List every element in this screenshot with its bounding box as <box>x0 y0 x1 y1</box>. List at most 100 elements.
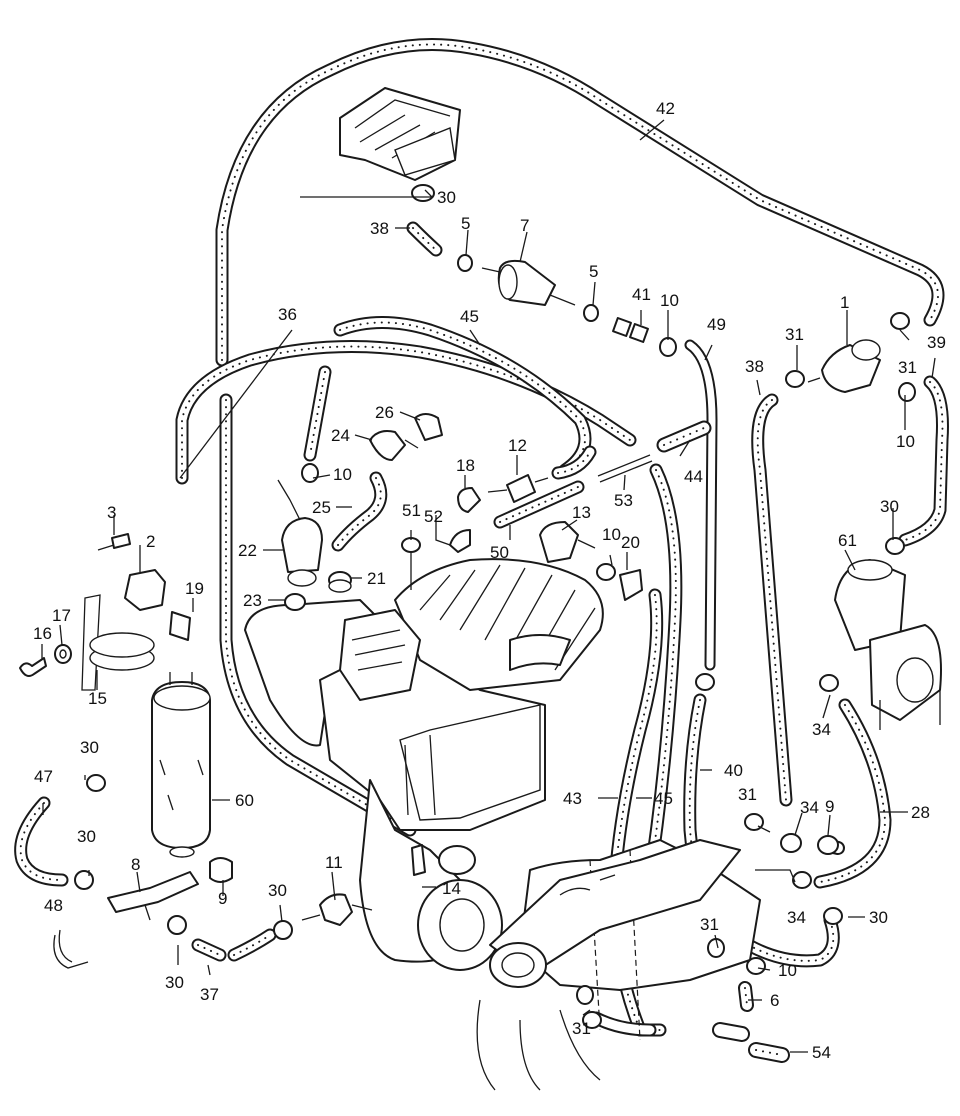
callout-13: 13 <box>572 503 591 522</box>
callout-3: 3 <box>107 503 116 522</box>
callout-49: 49 <box>707 315 726 334</box>
callout-61: 61 <box>838 531 857 550</box>
callout-31d: 31 <box>700 915 719 934</box>
callout-10a: 10 <box>333 465 352 484</box>
callout-30b: 30 <box>880 497 899 516</box>
callout-51: 51 <box>402 501 421 520</box>
hose-6 <box>738 981 754 1012</box>
part-20-elbow <box>619 569 643 601</box>
intake-manifold <box>339 558 604 701</box>
hose-37 <box>191 928 277 962</box>
hose-42 <box>215 38 945 367</box>
callout-41: 41 <box>632 285 651 304</box>
callout-50: 50 <box>490 543 509 562</box>
callout-60: 60 <box>235 791 254 810</box>
hose-45-upper <box>333 316 592 477</box>
hose-vertical-top <box>303 365 332 462</box>
hose-40 <box>683 693 709 957</box>
callout-7: 7 <box>520 216 529 235</box>
callout-2: 2 <box>146 532 155 551</box>
callout-47: 47 <box>34 767 53 786</box>
callout-17: 17 <box>52 606 71 625</box>
callout-10b: 10 <box>660 291 679 310</box>
part-13-valve <box>539 521 596 563</box>
part-3-screw <box>97 533 131 551</box>
hose-54 <box>748 1042 790 1063</box>
part-61-valve <box>834 559 942 730</box>
hose-44 <box>656 420 712 453</box>
callout-23: 23 <box>243 591 262 610</box>
callout-1: 1 <box>840 293 849 312</box>
callout-22: 22 <box>238 541 257 560</box>
hose-25 <box>331 471 388 552</box>
part-53-pipe <box>597 454 653 483</box>
callout-34a: 34 <box>800 798 819 817</box>
callout-28: 28 <box>911 803 930 822</box>
callout-34b: 34 <box>787 908 806 927</box>
callout-10c: 10 <box>896 432 915 451</box>
turbocharger <box>417 839 741 988</box>
part-26-plug <box>414 413 443 441</box>
small-fittings <box>74 254 916 1029</box>
hose-right-lower <box>733 913 840 968</box>
part-8-tee <box>107 871 199 921</box>
callout-8: 8 <box>131 855 140 874</box>
callout-15: 15 <box>88 689 107 708</box>
hose-39 <box>898 375 949 547</box>
control-unit <box>339 87 461 181</box>
callout-39: 39 <box>927 333 946 352</box>
callout-40: 40 <box>724 761 743 780</box>
callout-11: 11 <box>325 853 343 872</box>
callout-19: 19 <box>185 579 204 598</box>
callout-38b: 38 <box>745 357 764 376</box>
part-52-elbow <box>449 529 471 553</box>
part-15-bracket <box>81 594 155 691</box>
callout-labels: 1 2 3 5 5 6 7 8 9 9 10 10 10 10 10 11 12… <box>33 99 946 1062</box>
callout-9b: 9 <box>825 797 834 816</box>
part-12-check-valve <box>487 474 549 503</box>
callout-37: 37 <box>200 985 219 1004</box>
callout-30g: 30 <box>869 908 888 927</box>
callout-52: 52 <box>424 507 443 526</box>
callout-31a: 31 <box>785 325 804 344</box>
callout-34c: 34 <box>812 720 831 739</box>
callout-31e: 31 <box>572 1019 591 1038</box>
hose-left-vertical <box>219 393 417 837</box>
part-48-clamp <box>53 929 89 969</box>
part-18-fitting <box>457 487 481 513</box>
part-9-hose <box>209 857 233 883</box>
part-16-bolt <box>19 657 47 677</box>
callout-30e: 30 <box>165 973 184 992</box>
callout-38a: 38 <box>370 219 389 238</box>
callout-36: 36 <box>278 305 297 324</box>
callout-24: 24 <box>331 426 350 445</box>
callout-31b: 31 <box>898 358 917 377</box>
callout-16: 16 <box>33 624 52 643</box>
part-60-canister <box>151 672 211 858</box>
callout-43: 43 <box>563 789 582 808</box>
hose-49 <box>684 339 718 671</box>
callout-10d: 10 <box>602 525 621 544</box>
callout-45b: 45 <box>654 789 673 808</box>
part-30-clamp-top <box>411 184 435 202</box>
part-2-valve <box>124 569 166 611</box>
part-17-washer <box>54 644 72 664</box>
callout-53: 53 <box>614 491 633 510</box>
callout-30d: 30 <box>77 827 96 846</box>
part-24-elbow <box>369 430 419 461</box>
hose-38-right <box>751 393 793 807</box>
hose-38-top <box>406 221 443 257</box>
callout-25: 25 <box>312 498 331 517</box>
callout-5b: 5 <box>589 262 598 281</box>
callout-31c: 31 <box>738 785 757 804</box>
callout-5a: 5 <box>461 214 470 233</box>
part-7-filter <box>481 259 576 306</box>
part-21-grommet <box>328 571 352 593</box>
part-14-fitting <box>411 844 426 876</box>
callout-42: 42 <box>656 99 675 118</box>
part-22-valve <box>277 479 323 587</box>
callout-54: 54 <box>812 1043 831 1062</box>
callout-6: 6 <box>770 991 779 1010</box>
part-19-connector <box>169 611 191 641</box>
